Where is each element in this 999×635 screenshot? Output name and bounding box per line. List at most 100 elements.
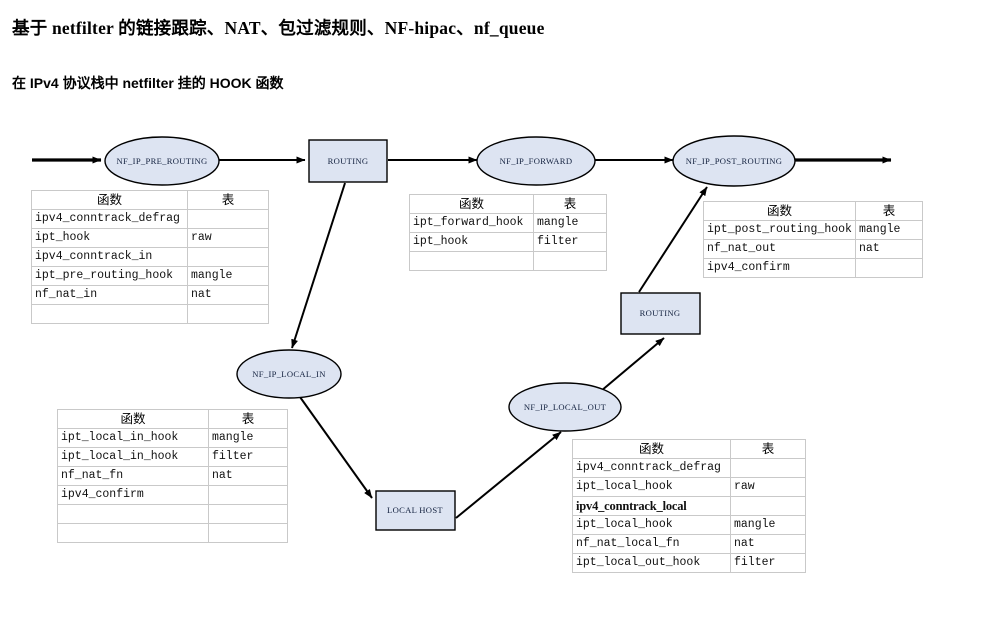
cell-table-name (855, 258, 923, 278)
connector-routing-to-local-in (291, 182, 346, 349)
table-row: ipv4_conntrack_defrag (31, 209, 269, 229)
cell-function-name: nf_nat_local_fn (572, 534, 731, 554)
node-local-host[interactable]: LOCAL HOST (375, 490, 456, 531)
column-header-table: 表 (855, 201, 923, 221)
table-row: ipv4_conntrack_local (572, 496, 806, 516)
cell-function-name: nf_nat_out (703, 239, 856, 259)
cell-table-name (730, 458, 806, 478)
cell-table-name: nat (730, 534, 806, 554)
column-header-table: 表 (533, 194, 607, 214)
cell-function-name (57, 523, 209, 543)
cell-function-name: ipv4_confirm (703, 258, 856, 278)
cell-table-name: mangle (730, 515, 806, 535)
cell-table-name (208, 485, 288, 505)
node-forward-label: NF_IP_FORWARD (500, 156, 573, 166)
cell-function-name: ipt_local_hook (572, 477, 731, 497)
cell-table-name: raw (187, 228, 269, 248)
cell-function-name: ipt_post_routing_hook (703, 220, 856, 240)
node-pre-routing-label: NF_IP_PRE_ROUTING (116, 156, 207, 166)
cell-function-name: ipv4_conntrack_defrag (31, 209, 188, 229)
cell-table-name (187, 209, 269, 229)
cell-table-name (730, 496, 806, 516)
cell-table-name: filter (730, 553, 806, 573)
table-row (57, 504, 288, 524)
cell-table-name: mangle (187, 266, 269, 286)
cell-function-name: ipv4_conntrack_local (572, 496, 731, 516)
column-header-function: 函数 (57, 409, 209, 429)
cell-function-name: ipt_pre_routing_hook (31, 266, 188, 286)
cell-table-name (208, 504, 288, 524)
cell-function-name: ipt_local_in_hook (57, 447, 209, 467)
cell-table-name (533, 251, 607, 271)
cell-function-name: ipt_local_hook (572, 515, 731, 535)
cell-function-name (57, 504, 209, 524)
cell-function-name (31, 304, 188, 324)
table-header-row: 函数表 (57, 409, 288, 429)
node-routing-bottom[interactable]: ROUTING (620, 292, 701, 335)
column-header-function: 函数 (409, 194, 534, 214)
cell-function-name: ipt_hook (31, 228, 188, 248)
node-local-out[interactable]: NF_IP_LOCAL_OUT (508, 382, 622, 432)
table-row (409, 251, 607, 271)
node-local-in[interactable]: NF_IP_LOCAL_IN (236, 349, 342, 399)
column-header-function: 函数 (572, 439, 731, 459)
node-post-routing[interactable]: NF_IP_POST_ROUTING (672, 135, 796, 187)
cell-table-name: raw (730, 477, 806, 497)
table-header-row: 函数表 (703, 201, 923, 221)
cell-table-name: mangle (533, 213, 607, 233)
cell-table-name (208, 523, 288, 543)
node-post-routing-label: NF_IP_POST_ROUTING (686, 156, 783, 166)
cell-table-name: nat (208, 466, 288, 486)
column-header-function: 函数 (703, 201, 856, 221)
node-forward[interactable]: NF_IP_FORWARD (476, 136, 596, 186)
page-subtitle: 在 IPv4 协议栈中 netfilter 挂的 HOOK 函数 (12, 75, 284, 91)
table-row: ipv4_confirm (57, 485, 288, 505)
cell-function-name: nf_nat_fn (57, 466, 209, 486)
cell-function-name: ipv4_conntrack_defrag (572, 458, 731, 478)
node-pre-routing[interactable]: NF_IP_PRE_ROUTING (104, 136, 220, 186)
node-local-out-label: NF_IP_LOCAL_OUT (524, 402, 607, 412)
node-local-in-label: NF_IP_LOCAL_IN (252, 369, 326, 379)
cell-function-name: ipv4_conntrack_in (31, 247, 188, 267)
cell-table-name: filter (208, 447, 288, 467)
column-header-function: 函数 (31, 190, 188, 210)
cell-function-name: nf_nat_in (31, 285, 188, 305)
column-header-table: 表 (187, 190, 269, 210)
column-header-table: 表 (730, 439, 806, 459)
node-routing-top-label: ROUTING (328, 156, 369, 166)
cell-table-name (187, 247, 269, 267)
cell-table-name (187, 304, 269, 324)
table-header-row: 函数表 (31, 190, 269, 210)
connector-local-out-to-routing-bottom (600, 337, 665, 392)
cell-table-name: nat (855, 239, 923, 259)
table-row: ipv4_conntrack_defrag (572, 458, 806, 478)
cell-function-name (409, 251, 534, 271)
column-header-table: 表 (208, 409, 288, 429)
cell-function-name: ipt_forward_hook (409, 213, 534, 233)
node-routing-top[interactable]: ROUTING (308, 139, 388, 183)
cell-function-name: ipt_hook (409, 232, 534, 252)
table-header-row: 函数表 (572, 439, 806, 459)
table-row: ipv4_confirm (703, 258, 923, 278)
